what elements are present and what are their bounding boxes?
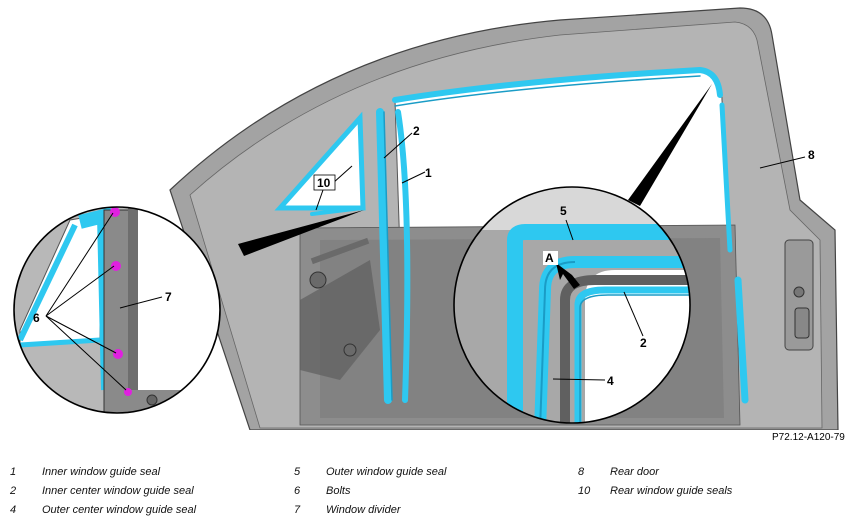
legend-label: Rear door — [610, 466, 659, 478]
window-regulator — [300, 237, 380, 380]
legend: 1 Inner window guide seal 2 Inner center… — [0, 465, 849, 525]
door-seal-diagram: 1 2 8 10 6 7 5 A 2 4 — [13, 7, 839, 430]
callout-1: 1 — [425, 166, 432, 180]
callout-4: 4 — [607, 374, 614, 388]
legend-number: 10 — [578, 485, 591, 497]
legend-label: Rear window guide seals — [610, 485, 733, 497]
callout-leaders-detail — [552, 219, 644, 381]
door-latch — [784, 239, 814, 351]
legend-label: Bolts — [326, 485, 351, 497]
callout-6: 6 — [33, 311, 40, 325]
bolt-3 — [113, 349, 123, 359]
callout-6-leaders — [45, 212, 127, 391]
legend-number: 1 — [10, 466, 17, 478]
left-detail-view — [13, 206, 221, 414]
legend-label: Window divider — [326, 504, 401, 516]
legend-number: 5 — [294, 466, 301, 478]
detail-pointer-right — [628, 84, 712, 206]
view-arrow-a — [556, 263, 580, 289]
reference-code: P72.12-A120-79 — [772, 432, 845, 443]
legend-label: Outer window guide seal — [326, 466, 447, 478]
callout-a-box — [543, 251, 558, 265]
legend-number: 2 — [10, 485, 17, 497]
callout-7-leader — [119, 296, 163, 309]
callout-10-box — [313, 174, 336, 191]
legend-label: Outer center window guide seal — [42, 504, 197, 516]
callout-8: 8 — [808, 148, 815, 162]
callout-2: 2 — [413, 124, 420, 138]
callout-2-detail: 2 — [640, 336, 647, 350]
outer-window-guide-seal — [392, 66, 723, 103]
inner-window-guide-seal — [395, 109, 411, 403]
legend-label: Inner center window guide seal — [42, 485, 194, 497]
callout-7: 7 — [165, 290, 172, 304]
rear-window-guide-seals — [274, 111, 366, 211]
legend-number: 7 — [294, 504, 301, 516]
detail-pointer-left — [238, 210, 364, 256]
legend-number: 8 — [578, 466, 585, 478]
legend-number: 6 — [294, 485, 301, 497]
callout-detail-a: A — [545, 251, 554, 265]
main-callout-leaders — [315, 132, 806, 211]
legend-number: 4 — [10, 504, 17, 516]
callout-5: 5 — [560, 204, 567, 218]
legend-label: Inner window guide seal — [42, 466, 161, 478]
bolt-2 — [111, 261, 121, 271]
main-view-seals — [274, 66, 749, 404]
callout-10: 10 — [317, 176, 331, 190]
inner-center-window-guide-seal — [376, 108, 392, 404]
